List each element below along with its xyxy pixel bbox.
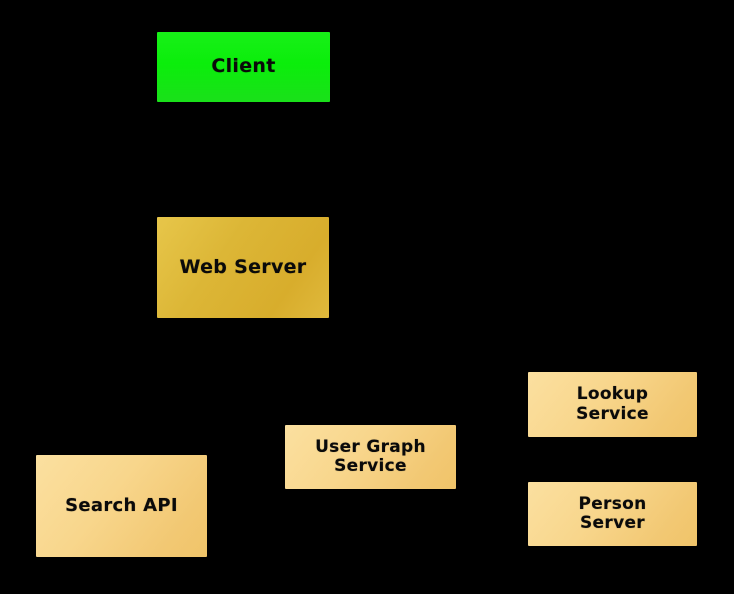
node-client-label: Client <box>211 55 276 78</box>
node-user-graph-service[interactable]: User Graph Service <box>285 425 456 489</box>
node-user-graph-service-label: User Graph Service <box>315 436 426 476</box>
node-web-server[interactable]: Web Server <box>157 217 329 318</box>
node-client[interactable]: Client <box>157 32 330 102</box>
node-lookup-service[interactable]: Lookup Service <box>528 372 697 437</box>
node-search-api[interactable]: Search API <box>36 455 207 557</box>
node-web-server-label: Web Server <box>179 255 307 278</box>
node-lookup-service-label: Lookup Service <box>576 384 649 424</box>
node-search-api-label: Search API <box>65 494 178 516</box>
node-person-server[interactable]: Person Server <box>528 482 697 546</box>
node-person-server-label: Person Server <box>578 493 647 533</box>
